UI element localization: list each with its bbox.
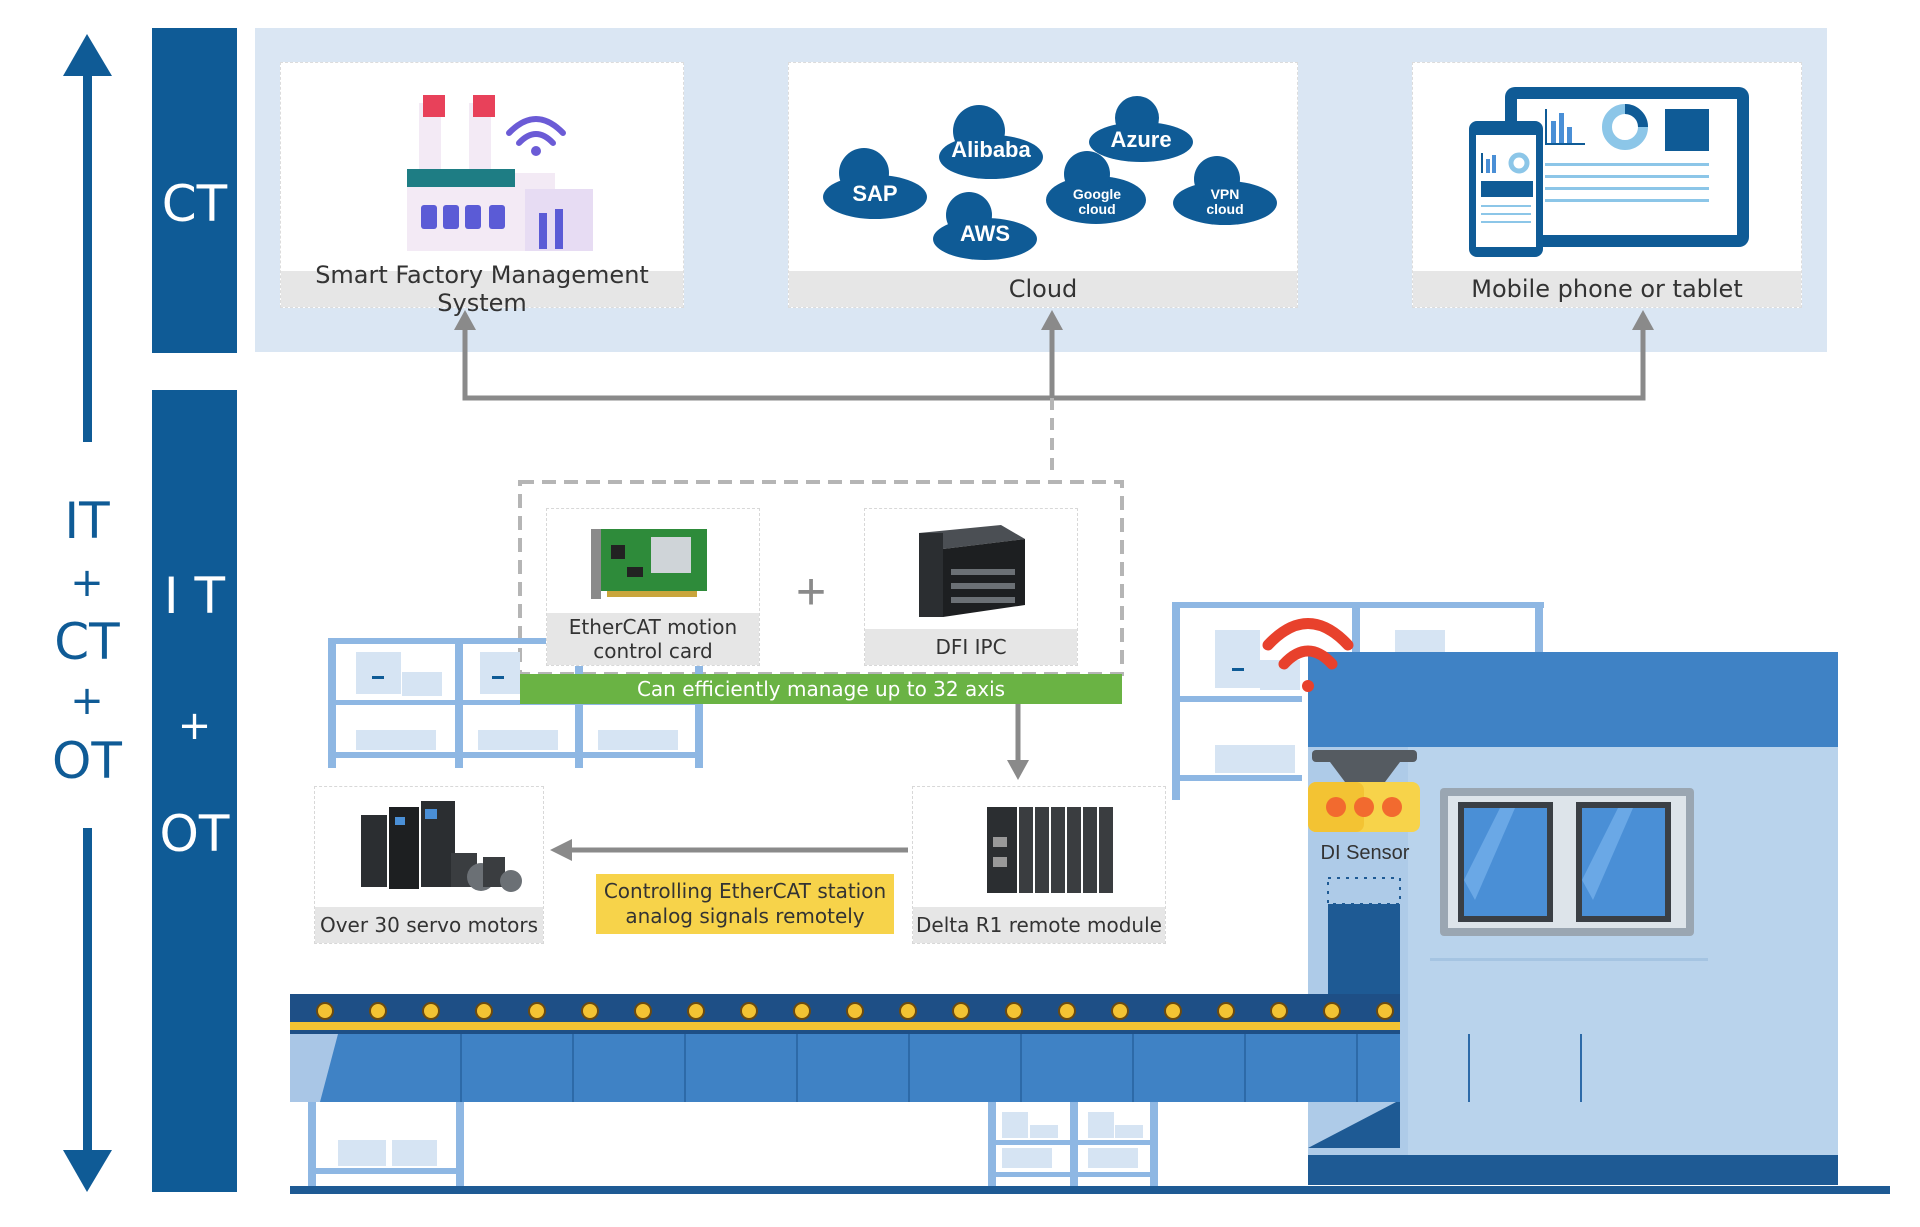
conveyor-roller: [475, 1002, 493, 1020]
cloud-google-line-2: cloud: [1078, 201, 1116, 217]
remote-io-slot: [1051, 807, 1065, 893]
conveyor-panel-seam: [908, 1034, 910, 1102]
conveyor-panel-seam: [460, 1034, 462, 1102]
cloud-vpn-line-1: VPN: [1210, 186, 1240, 202]
machine: [1308, 652, 1838, 1185]
di-sensor-label: DI Sensor: [1320, 842, 1410, 864]
conveyor-roller: [952, 1002, 970, 1020]
conveyor-panel-seam: [1468, 1034, 1470, 1102]
arrow-to-factory-system: [454, 310, 476, 330]
cloud-alibaba-label: Alibaba: [951, 137, 1031, 162]
conveyor-panel-seam: [572, 1034, 574, 1102]
arrow-to-cloud: [1041, 310, 1063, 330]
conveyor-roller: [1376, 1002, 1394, 1020]
remote-io-slot: [1035, 807, 1049, 893]
conveyor-roller: [581, 1002, 599, 1020]
motion-card-icon: [591, 529, 707, 599]
remote-io-slot: [1067, 807, 1081, 893]
mobile-caption: Mobile phone or tablet: [1413, 271, 1801, 307]
cloud-vpn-label: VPN cloud: [1177, 187, 1273, 217]
cloud-caption: Cloud: [789, 271, 1297, 307]
conveyor-roller: [1058, 1002, 1076, 1020]
conveyor-panel-seam: [1020, 1034, 1022, 1102]
conveyor-roller: [899, 1002, 917, 1020]
cloud-aws-label: AWS: [959, 221, 1011, 246]
ethercat-card-caption-line-2: control card: [593, 639, 713, 663]
cloud-google-label: Google cloud: [1047, 187, 1147, 217]
conveyor-roller: [422, 1002, 440, 1020]
servo-motors-panel: Over 30 servo motors: [314, 786, 544, 944]
conveyor-belt: [290, 994, 1890, 1194]
it-ot-side-bar: [152, 390, 237, 1192]
remote-module-icon: [987, 807, 1113, 893]
axis-label-plus-1: +: [70, 560, 104, 606]
cloud-sap-label: SAP: [852, 181, 898, 206]
conveyor-roller: [846, 1002, 864, 1020]
remote-module-caption: Delta R1 remote module: [913, 907, 1165, 943]
ethercat-card-panel: EtherCAT motion control card: [546, 508, 760, 666]
conveyor-roller: [528, 1002, 546, 1020]
ipc-icon: [919, 525, 1025, 617]
plus-sign: +: [795, 563, 827, 621]
axis-capacity-note: Can efficiently manage up to 32 axis: [520, 674, 1122, 704]
remote-io-slot: [1099, 807, 1113, 893]
cloud-vpn-line-2: cloud: [1206, 201, 1244, 217]
ethercat-card-caption-line-1: EtherCAT motion: [568, 615, 738, 639]
conveyor-roller: [1217, 1002, 1235, 1020]
axis-label-ct: CT: [54, 613, 120, 671]
cloud-azure-label: Azure: [1110, 127, 1172, 152]
vertical-axis-arrow: [63, 34, 112, 1192]
plus-side-label: +: [177, 703, 212, 749]
conveyor-panel-seam: [1580, 1034, 1582, 1102]
mobile-panel: Mobile phone or tablet: [1412, 62, 1802, 308]
conveyor-panel-seam: [1132, 1034, 1134, 1102]
shelf-right: [1172, 602, 1544, 800]
servo-motors-caption: Over 30 servo motors: [315, 907, 543, 943]
servo-motors-icon: [361, 801, 522, 892]
ct-side-label: CT: [161, 175, 228, 233]
ot-side-label: OT: [159, 805, 230, 863]
factory-icon: [407, 95, 593, 251]
conveyor-panel-seam: [1244, 1034, 1246, 1102]
shelf-bottom: [308, 1100, 1158, 1188]
conveyor-roller: [1323, 1002, 1341, 1020]
conveyor-roller: [1164, 1002, 1182, 1020]
ethercat-card-caption: EtherCAT motion control card: [547, 613, 759, 665]
conveyor-roller: [1005, 1002, 1023, 1020]
cloud-icons: [823, 96, 1277, 260]
ct-side-bar: [152, 28, 237, 353]
conveyor-roller: [793, 1002, 811, 1020]
dfi-ipc-panel: DFI IPC: [864, 508, 1078, 666]
control-note-line-2: analog signals remotely: [625, 904, 865, 928]
axis-label-ot: OT: [52, 732, 122, 790]
smart-factory-panel: Smart Factory Management System: [280, 62, 684, 317]
conveyor-roller: [1111, 1002, 1129, 1020]
conveyor-panel-seam: [796, 1034, 798, 1102]
remote-module-panel: Delta R1 remote module: [912, 786, 1166, 944]
dfi-ipc-caption: DFI IPC: [865, 629, 1077, 665]
axis-label-plus-2: +: [70, 678, 104, 724]
remote-io-slot: [1083, 807, 1097, 893]
conveyor-roller: [687, 1002, 705, 1020]
it-side-label: I T: [163, 567, 226, 625]
tablet-phone-icon: [1469, 87, 1749, 257]
cloud-google-line-1: Google: [1072, 186, 1122, 202]
wifi-signal-icon: [1262, 618, 1354, 692]
conveyor-panel-seam: [684, 1034, 686, 1102]
control-note-line-1: Controlling EtherCAT station: [603, 879, 887, 903]
cloud-panel: SAP Alibaba AWS Google cloud Azure VPN c…: [788, 62, 1298, 308]
remote-io-slot: [1019, 807, 1033, 893]
conveyor-panel-seam: [1356, 1034, 1358, 1102]
control-note: Controlling EtherCAT station analog sign…: [596, 874, 894, 934]
conveyor-roller: [634, 1002, 652, 1020]
axis-label-it: IT: [64, 492, 110, 550]
conveyor-roller: [369, 1002, 387, 1020]
conveyor-roller: [316, 1002, 334, 1020]
conveyor-roller: [740, 1002, 758, 1020]
conveyor-roller: [1270, 1002, 1288, 1020]
arrow-to-mobile: [1632, 310, 1654, 330]
